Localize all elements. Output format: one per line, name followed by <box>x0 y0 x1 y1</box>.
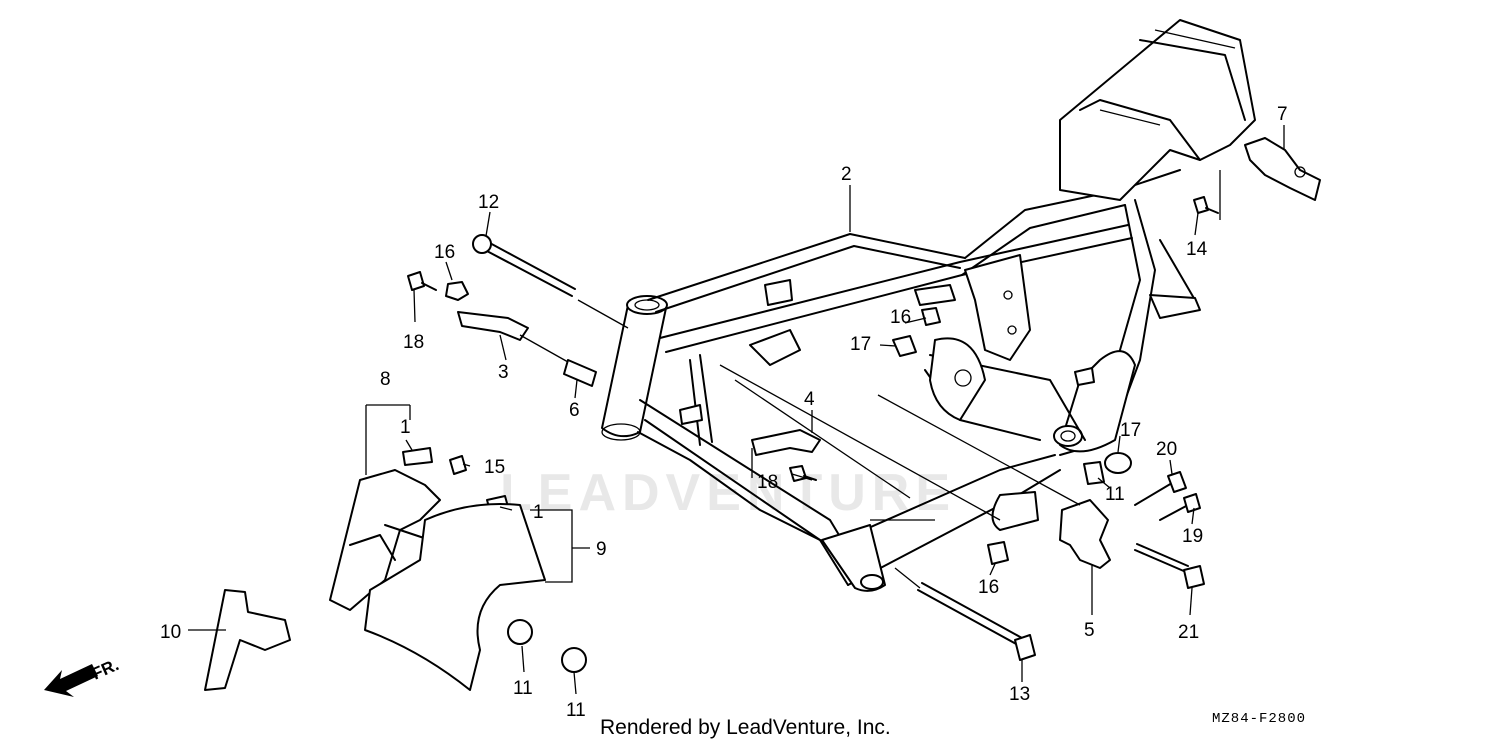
main-frame <box>601 19 1256 592</box>
front-direction-label: FR. <box>89 655 122 683</box>
callout-13[interactable]: 13 <box>1009 684 1030 705</box>
callout-11b[interactable]: 11 <box>566 700 586 721</box>
callout-6[interactable]: 6 <box>569 400 580 421</box>
callout-5[interactable]: 5 <box>1084 620 1095 641</box>
callout-17b[interactable]: 17 <box>1120 420 1141 441</box>
diagram-code: MZ84-F2800 <box>1212 711 1307 727</box>
leader-lines <box>188 125 1285 695</box>
callout-18b[interactable]: 18 <box>757 472 778 493</box>
callout-21[interactable]: 21 <box>1178 622 1199 643</box>
callout-labels: 1 1 2 3 4 5 6 7 8 9 10 11 11 11 12 13 14… <box>160 104 1288 721</box>
callout-1a[interactable]: 1 <box>400 417 411 438</box>
callout-11c[interactable]: 11 <box>1105 484 1125 505</box>
callout-3[interactable]: 3 <box>498 362 509 383</box>
callout-19[interactable]: 19 <box>1182 526 1203 547</box>
front-direction-arrow: FR. <box>44 655 122 697</box>
callout-7[interactable]: 7 <box>1277 104 1288 125</box>
arrow-left-icon <box>44 664 98 697</box>
watermark-text: LEADVENTURE <box>500 464 956 522</box>
callout-18a[interactable]: 18 <box>403 332 424 353</box>
callout-11a[interactable]: 11 <box>513 678 533 699</box>
callout-14[interactable]: 14 <box>1186 239 1208 260</box>
callout-8[interactable]: 8 <box>380 369 391 390</box>
callout-17a[interactable]: 17 <box>850 334 871 355</box>
callout-4[interactable]: 4 <box>804 389 815 410</box>
callout-1b[interactable]: 1 <box>533 502 544 523</box>
callout-12[interactable]: 12 <box>478 192 499 213</box>
parts <box>204 137 1321 691</box>
callout-15[interactable]: 15 <box>484 457 505 478</box>
callout-20[interactable]: 20 <box>1156 439 1177 460</box>
callout-16c[interactable]: 16 <box>978 577 999 598</box>
callout-16a[interactable]: 16 <box>434 242 455 263</box>
callout-2[interactable]: 2 <box>841 164 852 185</box>
callout-16b[interactable]: 16 <box>890 307 911 328</box>
rendered-by-credit: Rendered by LeadVenture, Inc. <box>600 716 891 739</box>
callout-9[interactable]: 9 <box>596 539 607 560</box>
callout-10[interactable]: 10 <box>160 622 181 643</box>
